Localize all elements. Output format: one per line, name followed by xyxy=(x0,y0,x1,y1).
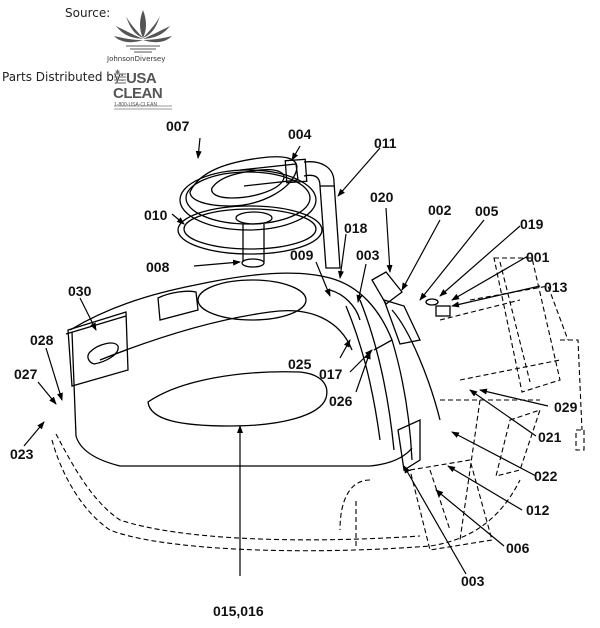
leader-017 xyxy=(349,349,373,373)
clean-wordmark: CLEAN xyxy=(113,85,163,102)
callout-026[interactable]: 026 xyxy=(329,393,353,409)
callout-009[interactable]: 009 xyxy=(290,247,314,263)
callout-008[interactable]: 008 xyxy=(146,259,170,275)
leader-007 xyxy=(195,137,202,159)
leader-003b xyxy=(403,465,467,575)
leader-013 xyxy=(451,285,541,308)
usa-wordmark: USA xyxy=(126,70,157,87)
callout-011[interactable]: 011 xyxy=(374,135,397,151)
callout-007[interactable]: 007 xyxy=(166,118,190,134)
leader-022 xyxy=(451,431,537,477)
callout-003-lower[interactable]: 003 xyxy=(461,573,485,589)
carry-handle xyxy=(67,311,129,387)
callout-021[interactable]: 021 xyxy=(538,429,562,445)
callout-020[interactable]: 020 xyxy=(370,189,394,205)
leader-009 xyxy=(315,261,331,297)
callout-028[interactable]: 028 xyxy=(30,332,54,348)
leader-020 xyxy=(385,207,393,273)
leader-027 xyxy=(37,381,57,405)
source-label: Source: xyxy=(65,6,111,20)
leader-023 xyxy=(23,421,45,447)
recovery-tank-body xyxy=(65,272,413,467)
float-shutoff xyxy=(235,211,273,268)
callout-012[interactable]: 012 xyxy=(526,502,550,518)
callout-leader-lines xyxy=(23,137,549,576)
leader-021 xyxy=(469,389,537,437)
leader-005 xyxy=(419,219,485,301)
leader-019 xyxy=(439,225,521,297)
vacuum-hose-elbow xyxy=(303,161,341,269)
lid-gasket xyxy=(177,205,323,255)
callout-013[interactable]: 013 xyxy=(544,279,568,295)
leader-004 xyxy=(291,145,301,161)
valve-switch-cluster xyxy=(371,271,451,472)
callout-005[interactable]: 005 xyxy=(475,203,499,219)
leader-029 xyxy=(479,388,549,407)
callout-029[interactable]: 029 xyxy=(554,399,578,415)
callout-003-upper[interactable]: 003 xyxy=(356,247,380,263)
callout-004[interactable]: 004 xyxy=(288,126,312,142)
leader-026 xyxy=(355,351,371,393)
machine-linework xyxy=(51,156,585,552)
callout-025[interactable]: 025 xyxy=(288,356,312,372)
callout-017[interactable]: 017 xyxy=(319,366,343,382)
callout-015-016[interactable]: 015,016 xyxy=(213,603,264,619)
distributor-phone: 1-800-USA-CLEAN xyxy=(114,102,158,108)
callout-030[interactable]: 030 xyxy=(68,283,92,299)
johnsondiversey-lotus-logo xyxy=(114,10,172,53)
svg-text:✱: ✱ xyxy=(115,69,120,76)
leader-018 xyxy=(337,233,347,279)
callout-001[interactable]: 001 xyxy=(526,249,550,265)
leader-012 xyxy=(447,465,523,511)
leader-008 xyxy=(193,259,241,267)
base-chassis-dashed xyxy=(51,433,521,552)
leader-003a xyxy=(356,263,367,303)
callout-006[interactable]: 006 xyxy=(506,540,530,556)
leader-002 xyxy=(401,219,441,291)
distributed-by-label: Parts Distributed by: xyxy=(2,70,125,84)
johnsondiversey-wordmark: JohnsonDiversey xyxy=(107,55,166,63)
leader-011 xyxy=(337,147,381,197)
callout-018[interactable]: 018 xyxy=(344,220,368,236)
leader-001 xyxy=(451,255,529,301)
leader-028 xyxy=(45,347,63,401)
callout-002[interactable]: 002 xyxy=(428,202,452,218)
recovery-lid-assembly xyxy=(179,156,317,231)
leader-010 xyxy=(171,213,185,225)
usa-clean-flag-icon: ✱ xyxy=(114,69,172,110)
leader-025 xyxy=(339,339,351,359)
leader-006 xyxy=(435,489,505,547)
rear-handle-frame-dashed xyxy=(439,257,585,541)
callout-019[interactable]: 019 xyxy=(520,216,544,232)
leader-030 xyxy=(79,297,97,331)
callout-022[interactable]: 022 xyxy=(534,468,558,484)
callout-027[interactable]: 027 xyxy=(14,366,38,382)
callout-023[interactable]: 023 xyxy=(10,446,34,462)
callout-010[interactable]: 010 xyxy=(144,207,168,223)
